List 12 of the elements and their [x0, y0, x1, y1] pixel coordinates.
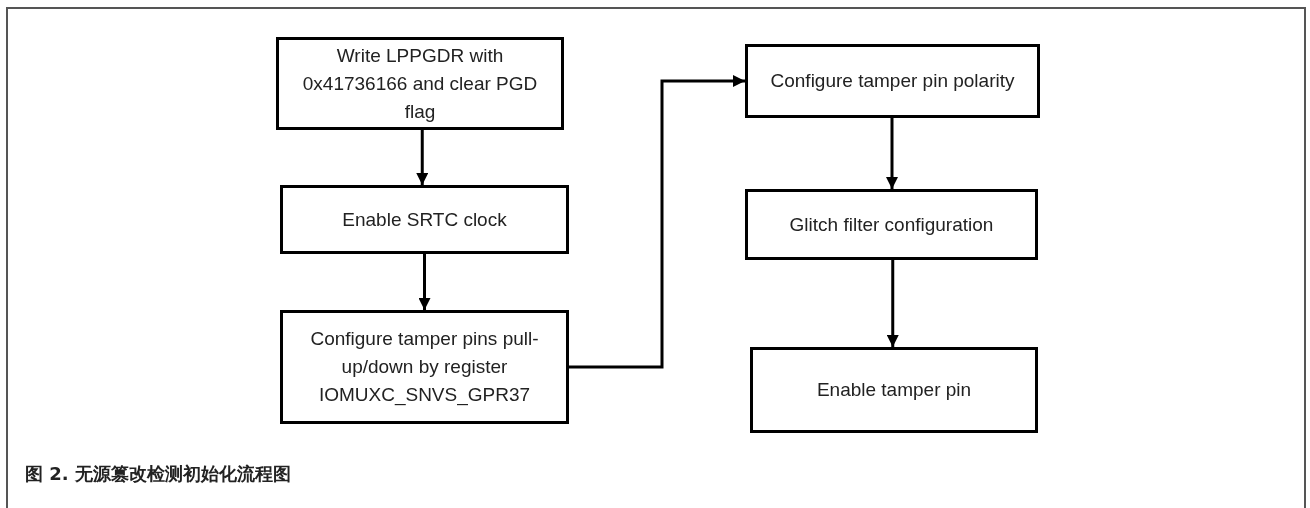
process-box: Configure tamper pins pull-up/down by register IOMUXC_SNVS_GPR37	[280, 310, 569, 424]
process-box: Configure tamper pin polarity	[745, 44, 1040, 118]
figure-caption: 图 2. 无源篡改检测初始化流程图	[25, 462, 291, 486]
arrow	[886, 118, 898, 189]
arrow	[569, 75, 745, 369]
arrow	[416, 130, 429, 185]
process-box: Glitch filter configuration	[745, 189, 1038, 260]
process-box: Enable SRTC clock	[280, 185, 569, 254]
process-box: Write LPPGDR with 0x41736166 and clear PGD flag	[276, 37, 564, 130]
arrow	[886, 260, 899, 347]
arrow	[418, 254, 431, 310]
process-box: Enable tamper pin	[750, 347, 1038, 433]
